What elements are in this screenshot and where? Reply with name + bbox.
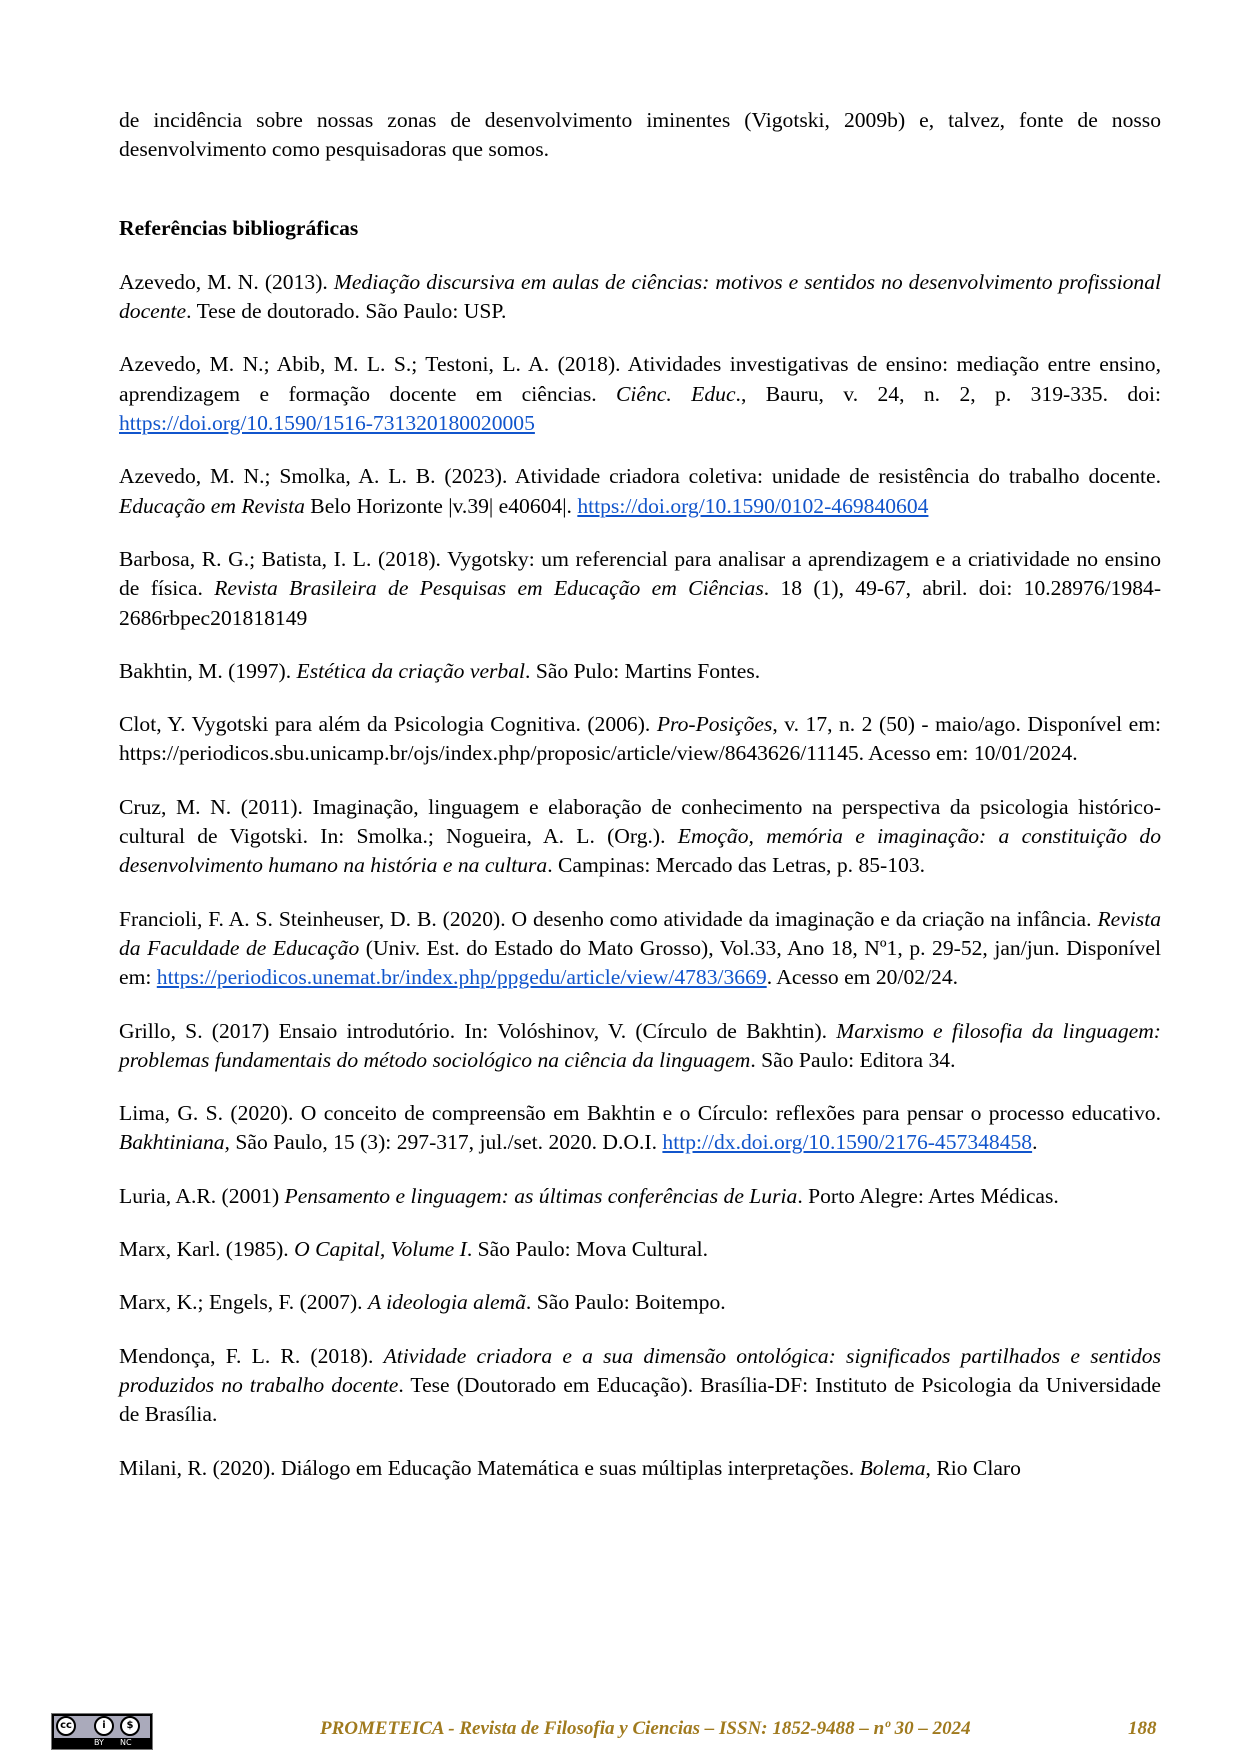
page-body: de incidência sobre nossas zonas de dese… <box>119 106 1161 1507</box>
reference-text: Cruz, M. N. (2011). Imaginação, linguage… <box>119 794 1161 849</box>
reference-title: Bakhtiniana, <box>119 1130 230 1155</box>
reference-item: Francioli, F. A. S. Steinheuser, D. B. (… <box>119 905 1161 993</box>
reference-text: Grillo, S. (2017) Ensaio introdutório. I… <box>119 1018 837 1043</box>
reference-title: Pro-Posições <box>656 712 773 737</box>
reference-text: . Tese (Doutorado em Educação). Brasília… <box>119 1372 1161 1427</box>
reference-title: Ciênc. Educ <box>616 381 736 406</box>
reference-link[interactable]: http://dx.doi.org/10.1590/2176-457348458 <box>662 1130 1033 1155</box>
reference-text: . São Pulo: Martins Fontes. <box>525 658 761 683</box>
intro-paragraph: de incidência sobre nossas zonas de dese… <box>119 108 1161 162</box>
reference-title: Bolema <box>859 1455 926 1480</box>
reference-title: Emoção, memória e imaginação: a constitu… <box>119 824 1162 878</box>
attribution-icon: i <box>94 1716 114 1736</box>
reference-text: Clot, Y. Vygotski para além da Psicologi… <box>119 712 657 737</box>
reference-text: . Acesso em 20/02/24. <box>766 965 959 990</box>
journal-footer: PROMETEICA - Revista de Filosofia y Cien… <box>320 1718 971 1739</box>
reference-text: Luria, A.R. (2001) <box>119 1183 285 1208</box>
reference-item: Clot, Y. Vygotski para além da Psicologi… <box>119 710 1161 769</box>
reference-text: . <box>1032 1130 1038 1155</box>
references-heading: Referências bibliográficas <box>119 215 359 240</box>
reference-text: São Paulo, 15 (3): 297-317, jul./set. 20… <box>229 1130 663 1155</box>
reference-text: Francioli, F. A. S. Steinheuser, D. B. (… <box>119 906 1098 931</box>
reference-title: Marxismo e filosofia da linguagem: probl… <box>119 1018 1161 1072</box>
reference-text: . Campinas: Mercado das Letras, p. 85-10… <box>547 853 926 878</box>
reference-text: . 18 (1), 49-67, abril. doi: 10.28976/19… <box>119 576 1162 630</box>
reference-text: . Tese de doutorado. São Paulo: USP. <box>186 299 507 324</box>
noncommercial-icon: $ <box>120 1716 140 1736</box>
creative-commons-license-logo: cc i $ BY NC <box>51 1713 153 1750</box>
reference-item: Cruz, M. N. (2011). Imaginação, linguage… <box>119 793 1161 881</box>
page-footer: cc i $ BY NC PROMETEICA - Revista de Fil… <box>0 1700 1240 1750</box>
reference-title: A ideologia alemã <box>367 1290 526 1315</box>
cc-icon: cc <box>56 1716 76 1736</box>
reference-list: Azevedo, M. N. (2013). Mediação discursi… <box>119 268 1161 1483</box>
reference-text: . São Paulo: Mova Cultural. <box>466 1237 708 1262</box>
reference-title: O Capital, Volume I <box>294 1237 467 1262</box>
reference-item: Azevedo, M. N.; Abib, M. L. S.; Testoni,… <box>119 350 1161 438</box>
reference-text: Milani, R. (2020). Diálogo em Educação M… <box>119 1455 860 1480</box>
reference-text: . São Paulo: Editora 34. <box>750 1047 956 1072</box>
reference-text: , Rio Claro <box>925 1455 1021 1480</box>
reference-item: Bakhtin, M. (1997). Estética da criação … <box>119 657 1161 686</box>
reference-text: Marx, K.; Engels, F. (2007). <box>119 1290 368 1315</box>
reference-text: Bakhtin, M. (1997). <box>119 658 297 683</box>
reference-title: Atividade criadora e a sua dimensão onto… <box>119 1343 1161 1397</box>
reference-title: Revista Brasileira de Pesquisas em Educa… <box>214 576 764 601</box>
reference-item: Azevedo, M. N. (2013). Mediação discursi… <box>119 268 1161 327</box>
reference-text: Azevedo, M. N. (2013). <box>119 269 334 294</box>
reference-title: Pensamento e linguagem: as últimas confe… <box>284 1183 798 1208</box>
reference-text: . São Paulo: Boitempo. <box>525 1290 726 1315</box>
reference-item: Barbosa, R. G.; Batista, I. L. (2018). V… <box>119 545 1161 633</box>
reference-text: Marx, Karl. (1985). <box>119 1237 295 1262</box>
reference-link[interactable]: https://doi.org/10.1590/1516-73132018002… <box>119 411 535 436</box>
reference-item: Mendonça, F. L. R. (2018). Atividade cri… <box>119 1342 1161 1430</box>
reference-text: , v. 17, n. 2 (50) - maio/ago. Disponíve… <box>119 712 1161 766</box>
reference-title: Mediação discursiva em aulas de ciências… <box>119 269 1161 324</box>
reference-text: Lima, G. S. (2020). O conceito de compre… <box>119 1101 1161 1126</box>
reference-text: Azevedo, M. N.; Abib, M. L. S.; Testoni,… <box>119 352 1161 406</box>
page-number: 188 <box>1128 1718 1157 1739</box>
reference-item: Grillo, S. (2017) Ensaio introdutório. I… <box>119 1017 1161 1076</box>
reference-item: Lima, G. S. (2020). O conceito de compre… <box>119 1099 1161 1158</box>
reference-title: Estética da criação verbal <box>296 658 526 683</box>
reference-text: . Porto Alegre: Artes Médicas. <box>797 1183 1059 1208</box>
reference-title: Revista da Faculdade de Educação <box>119 906 1161 960</box>
reference-text: ., Bauru, v. 24, n. 2, p. 319-335. doi: <box>735 381 1161 406</box>
reference-item: Marx, K.; Engels, F. (2007). A ideologia… <box>119 1288 1161 1317</box>
reference-title: Educação em Revista <box>119 493 305 518</box>
reference-text: Barbosa, R. G.; Batista, I. L. (2018). V… <box>119 546 1161 601</box>
reference-text: (Univ. Est. do Estado do Mato Grosso), V… <box>119 935 1161 990</box>
reference-link[interactable]: https://periodicos.unemat.br/index.php/p… <box>156 965 767 990</box>
reference-item: Azevedo, M. N.; Smolka, A. L. B. (2023).… <box>119 462 1161 521</box>
reference-item: Luria, A.R. (2001) Pensamento e linguage… <box>119 1182 1161 1211</box>
reference-item: Milani, R. (2020). Diálogo em Educação M… <box>119 1454 1161 1483</box>
reference-text: Mendonça, F. L. R. (2018). <box>119 1343 384 1368</box>
reference-item: Marx, Karl. (1985). O Capital, Volume I.… <box>119 1235 1161 1264</box>
reference-text: Azevedo, M. N.; Smolka, A. L. B. (2023).… <box>119 464 1161 489</box>
reference-text: Belo Horizonte |v.39| e40604|. <box>304 493 578 518</box>
reference-link[interactable]: https://doi.org/10.1590/0102-469840604 <box>577 493 929 518</box>
